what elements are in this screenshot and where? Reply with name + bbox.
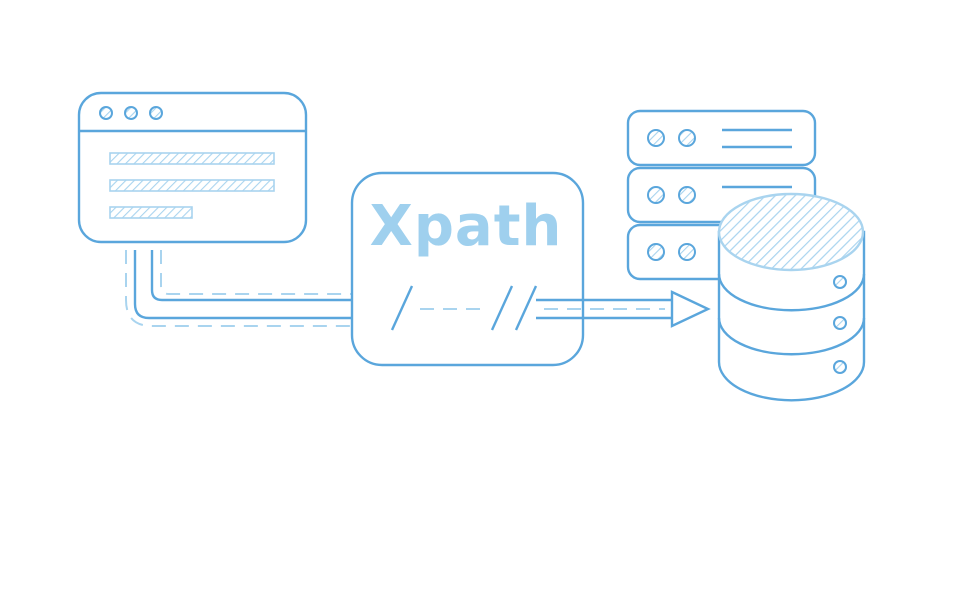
database-cylinder-icon (717, 192, 866, 402)
dashed-connector-inner (160, 250, 420, 295)
content-line-bar (109, 206, 193, 219)
window-dot-icon (99, 106, 113, 120)
content-line-bar (109, 179, 275, 192)
content-line-bar (109, 152, 275, 165)
xpath-label: Xpath (370, 194, 563, 259)
window-dot-icon (124, 106, 138, 120)
database-indicator-dot (833, 360, 847, 374)
database-layer-curve (717, 317, 866, 356)
solid-right-arrow-shaft (536, 298, 672, 320)
double-slash-mark (514, 285, 538, 331)
database-indicator-dot (833, 275, 847, 289)
xpath-box: Xpath (350, 171, 585, 367)
xpath-through-lines (390, 285, 711, 331)
database-layer-curve (717, 273, 866, 312)
database-indicator-dot (833, 316, 847, 330)
double-slash-mark (390, 285, 414, 331)
browser-window-icon (77, 91, 308, 244)
server-unit (626, 109, 817, 167)
window-dot-icon (149, 106, 163, 120)
connector-lines (125, 250, 420, 327)
solid-connector-inner (150, 250, 396, 302)
arrow-head-icon (670, 290, 711, 328)
double-slash-mark (490, 285, 514, 331)
database-top (717, 192, 865, 272)
dashed-connector-outer (125, 250, 420, 327)
solid-connector-outer (133, 250, 396, 320)
